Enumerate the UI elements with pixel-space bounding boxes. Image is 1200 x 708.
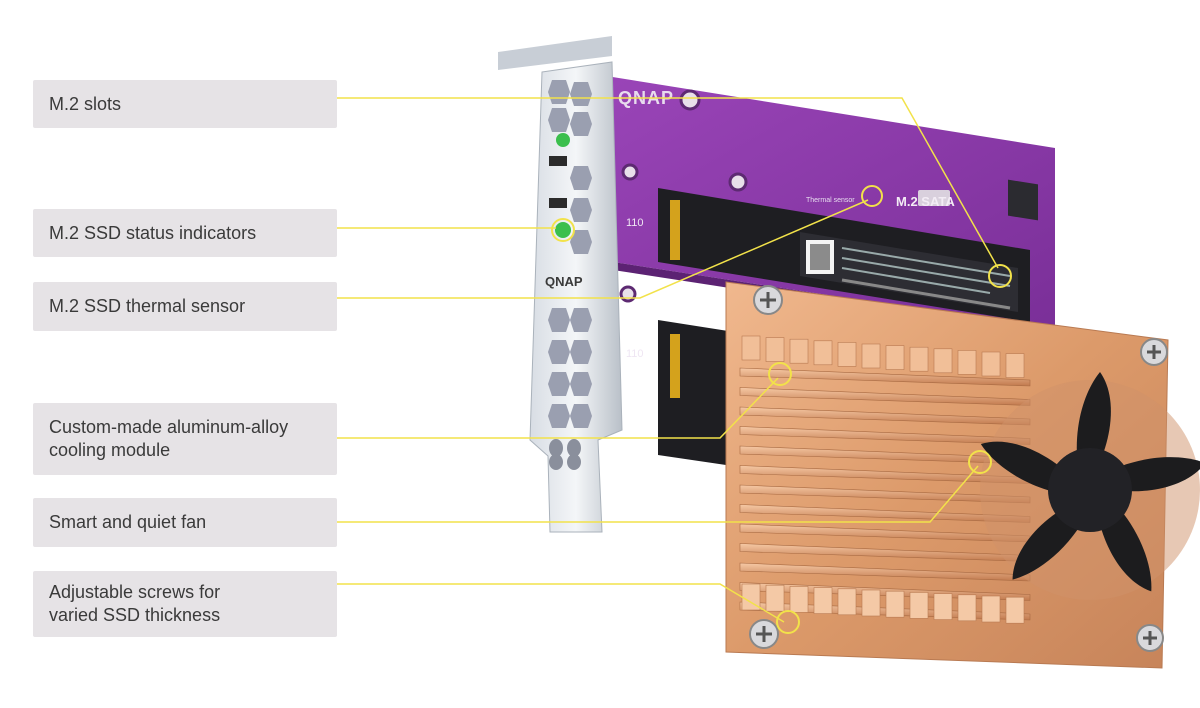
callout-marker-status-indicators	[551, 218, 575, 242]
callout-lines	[337, 97, 999, 623]
label-m2-slots: M.2 slots	[33, 80, 337, 128]
heatsink-block-top	[813, 340, 833, 366]
heatsink-block-bottom	[765, 584, 785, 612]
callout-marker-fan	[968, 450, 992, 474]
heatsink-block-bottom	[957, 594, 977, 622]
heatsink-block-top	[789, 338, 809, 364]
heatsink-block-bottom	[789, 586, 809, 613]
callout-marker-screws	[776, 610, 800, 634]
callout-markers	[551, 185, 1012, 634]
callout-marker-m2-slots	[988, 264, 1012, 288]
heatsink-block-bottom	[909, 592, 929, 619]
status-led-1	[556, 133, 570, 147]
label-quiet-fan: Smart and quiet fan	[33, 498, 337, 547]
label-ssd-status-indicators: M.2 SSD status indicators	[33, 209, 337, 257]
callout-line-screws	[337, 583, 785, 623]
heatsink-block-bottom	[981, 595, 1001, 623]
slot-size-top: 110	[626, 217, 644, 229]
bracket-brand: QNAP	[545, 274, 583, 289]
heatsink-block-top	[933, 348, 953, 374]
heatsink-block-bottom	[885, 590, 905, 618]
callout-line-fan	[337, 465, 979, 523]
ssd-top	[658, 188, 1030, 322]
heatsink-block-top	[837, 342, 857, 367]
heatsink-block-top	[957, 350, 977, 375]
callout-line-cooling-module	[337, 377, 779, 439]
heatsink-block-top	[981, 351, 1001, 377]
heatsink-screws	[749, 285, 1168, 652]
heatsink-block-bottom	[861, 589, 881, 617]
heatsink-fin	[739, 367, 1031, 387]
heatsink-block-bottom	[813, 587, 833, 614]
heatsink-block-top	[885, 345, 905, 370]
status-led-2	[555, 222, 571, 238]
callout-line-m2-slots	[337, 97, 999, 269]
heatsink-block-top	[1005, 353, 1025, 378]
heatsink-block-top	[741, 335, 761, 361]
sensor-silkscreen: Thermal sensor	[806, 197, 855, 204]
label-cooling-module: Custom-made aluminum-alloy cooling modul…	[33, 403, 337, 475]
label-adjustable-screws: Adjustable screws for varied SSD thickne…	[33, 571, 337, 637]
heatsink-block-bottom	[837, 588, 857, 616]
label-ssd-thermal-sensor: M.2 SSD thermal sensor	[33, 282, 337, 331]
fan	[980, 372, 1200, 600]
heatsink-block-top	[909, 346, 929, 372]
heatsink-block-top	[765, 337, 785, 362]
heatsink-block-top	[861, 343, 881, 369]
slot-type-label: M.2 SATA	[896, 194, 955, 209]
heatsink-block-bottom	[933, 593, 953, 620]
callout-marker-cooling-module	[768, 362, 792, 386]
heatsink-fin	[739, 582, 1031, 601]
pci-bracket: QNAP	[498, 36, 623, 533]
heatsink-fin	[739, 601, 1031, 621]
callout-marker-thermal-sensor	[861, 185, 883, 207]
slot-size-bottom: 110	[626, 348, 644, 360]
heatsink-block-bottom	[1005, 596, 1025, 624]
callout-line-thermal-sensor	[337, 199, 869, 299]
